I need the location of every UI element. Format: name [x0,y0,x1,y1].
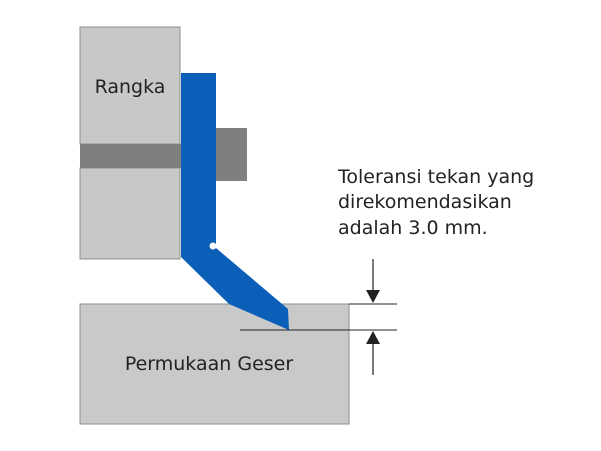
up-arrow [366,331,380,375]
frame-upper-block [79,26,181,145]
down-arrow [366,259,380,303]
tolerance-note-line-1: Toleransi tekan yang [337,166,534,188]
blue-seal [181,73,289,330]
frame-bar-end [216,128,247,181]
sliding-surface [79,303,350,425]
tolerance-note-line-2: direkomendasikan [338,191,512,213]
seal-hinge-dot [209,242,217,250]
sliding-surface-label: Permukaan Geser [125,353,294,375]
tolerance-note-line-3: adalah 3.0 mm. [338,217,488,239]
frame [79,26,247,260]
frame-lower-block [79,167,181,260]
frame-label: Rangka [95,76,166,98]
tolerance-note: Toleransi tekan yang direkomendasikan ad… [337,166,534,239]
